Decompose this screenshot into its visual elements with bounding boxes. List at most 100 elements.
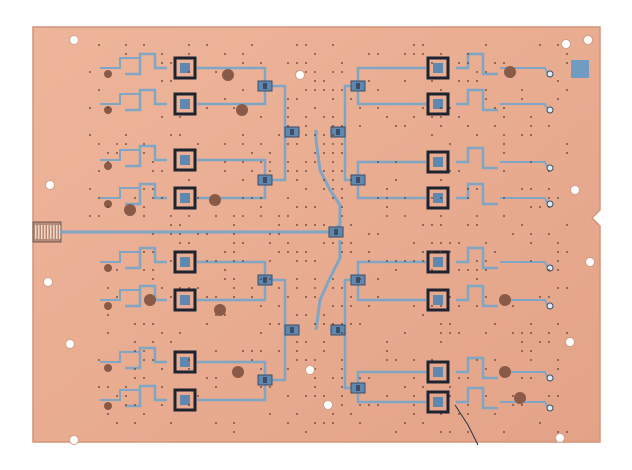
via xyxy=(548,197,550,199)
via xyxy=(440,323,442,325)
ic-pad xyxy=(433,295,443,305)
via xyxy=(341,206,343,208)
via xyxy=(458,305,460,307)
via xyxy=(332,161,334,163)
port-pad xyxy=(546,70,554,78)
via xyxy=(458,170,460,172)
via xyxy=(107,107,109,109)
plated-hole xyxy=(504,66,516,78)
via xyxy=(503,116,505,118)
via xyxy=(143,359,145,361)
via xyxy=(476,224,478,226)
via xyxy=(395,179,397,181)
via xyxy=(206,260,208,262)
stub-trace xyxy=(100,251,140,263)
stub-trace xyxy=(100,389,140,401)
via xyxy=(467,197,469,199)
via xyxy=(188,359,190,361)
via xyxy=(476,269,478,271)
via xyxy=(314,323,316,325)
via xyxy=(431,242,433,244)
via xyxy=(287,242,289,244)
via xyxy=(134,197,136,199)
via xyxy=(179,224,181,226)
via xyxy=(332,305,334,307)
via xyxy=(557,368,559,370)
via xyxy=(341,125,343,127)
via xyxy=(386,116,388,118)
via xyxy=(530,233,532,235)
via xyxy=(89,188,91,190)
via xyxy=(323,89,325,91)
via xyxy=(314,224,316,226)
via xyxy=(134,404,136,406)
via xyxy=(431,305,433,307)
via xyxy=(269,260,271,262)
stub-trace xyxy=(500,103,549,111)
via xyxy=(530,350,532,352)
via xyxy=(350,413,352,415)
port-pad xyxy=(546,404,554,412)
ic-pad xyxy=(180,155,190,165)
via xyxy=(134,341,136,343)
smd-body xyxy=(290,327,294,333)
via xyxy=(179,134,181,136)
via xyxy=(440,107,442,109)
via xyxy=(269,152,271,154)
via xyxy=(449,107,451,109)
via xyxy=(332,188,334,190)
via xyxy=(314,287,316,289)
via xyxy=(350,323,352,325)
ic-pad xyxy=(180,63,190,73)
via xyxy=(377,197,379,199)
via xyxy=(143,152,145,154)
via xyxy=(314,296,316,298)
via xyxy=(287,368,289,370)
via xyxy=(404,260,406,262)
via xyxy=(332,143,334,145)
via xyxy=(386,206,388,208)
via xyxy=(314,134,316,136)
via xyxy=(395,269,397,271)
via xyxy=(170,260,172,262)
mounting-holes xyxy=(43,35,595,445)
mounting-hole xyxy=(69,435,79,445)
via xyxy=(548,125,550,127)
via xyxy=(485,269,487,271)
via xyxy=(305,206,307,208)
via xyxy=(98,386,100,388)
via xyxy=(467,53,469,55)
via xyxy=(143,44,145,46)
mounting-hole xyxy=(561,39,571,49)
via xyxy=(161,53,163,55)
via xyxy=(251,152,253,154)
via xyxy=(287,296,289,298)
connector-pin xyxy=(38,225,40,239)
via xyxy=(341,71,343,73)
via xyxy=(548,341,550,343)
via xyxy=(287,395,289,397)
via xyxy=(305,125,307,127)
via xyxy=(494,107,496,109)
meander-trace xyxy=(456,52,498,76)
plated-hole xyxy=(499,294,511,306)
via xyxy=(116,422,118,424)
via xyxy=(161,62,163,64)
via xyxy=(278,251,280,253)
via xyxy=(215,350,217,352)
via xyxy=(539,422,541,424)
via xyxy=(161,197,163,199)
via xyxy=(440,179,442,181)
via xyxy=(539,296,541,298)
via xyxy=(233,215,235,217)
via xyxy=(152,188,154,190)
via xyxy=(305,116,307,118)
via xyxy=(512,395,514,397)
via xyxy=(206,107,208,109)
via xyxy=(557,98,559,100)
via xyxy=(413,377,415,379)
via xyxy=(269,170,271,172)
via xyxy=(512,233,514,235)
connector-pin xyxy=(59,225,61,239)
